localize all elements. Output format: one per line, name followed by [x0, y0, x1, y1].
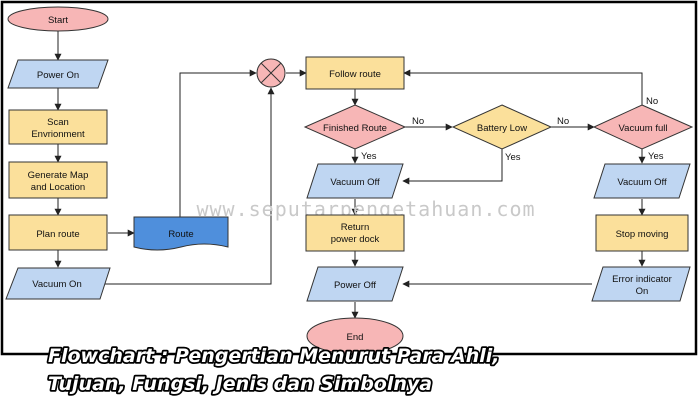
node-label: Vacuum Off	[617, 177, 667, 188]
node-label-line2: and Location	[31, 182, 85, 193]
edge-route-junction	[179, 69, 257, 217]
caption-line-1: Flowchart : Pengertian Menurut Para Ahli…	[48, 345, 499, 367]
edge-label-no-vacuum-full: No	[646, 96, 658, 107]
node-label-line2: Envrionment	[31, 129, 85, 140]
node-power-off: Power Off	[306, 266, 404, 302]
node-label-line1: Error indicator	[612, 274, 672, 285]
edge-labels: No No No Yes Yes Yes	[361, 96, 664, 163]
node-label: Vacuum full	[619, 123, 668, 134]
node-end: End	[306, 317, 404, 355]
node-vacuum-on: Vacuum On	[5, 267, 111, 300]
edge-vacuum-on-junction	[104, 87, 275, 285]
node-label: Start	[48, 15, 68, 26]
node-label: Power On	[37, 70, 79, 81]
node-label: Battery Low	[477, 123, 527, 134]
node-follow-route: Follow route	[305, 56, 405, 90]
node-battery-low-decision: Battery Low	[451, 104, 553, 150]
node-vacuum-off-right: Vacuum Off	[593, 163, 691, 199]
connectors	[54, 30, 646, 319]
node-label: Follow route	[329, 69, 381, 80]
node-power-on: Power On	[7, 59, 109, 89]
node-error-indicator: Error indicator On	[591, 266, 691, 302]
node-start: Start	[7, 6, 109, 32]
edge-label-no-finished: No	[412, 116, 424, 127]
node-label-line2: On	[636, 286, 649, 297]
edge-label-no-battery: No	[557, 116, 569, 127]
caption-line-2: Tujuan, Fungsi, Jenis dan Simbolnya	[48, 373, 432, 395]
node-generate-map: Generate Map and Location	[8, 161, 108, 199]
junction-summing-node	[256, 58, 286, 88]
edge-battery-vacuum-off	[402, 149, 503, 185]
node-finished-route-decision: Finished Route	[303, 104, 407, 150]
edge-label-yes-battery: Yes	[505, 152, 521, 163]
edge-label-yes-finished: Yes	[361, 151, 377, 162]
node-plan-route: Plan route	[8, 214, 108, 251]
node-return-power-dock: Return power dock	[305, 214, 405, 252]
node-label: Plan route	[36, 229, 79, 240]
node-label-line1: Generate Map	[28, 170, 89, 181]
node-label: Stop moving	[616, 229, 669, 240]
node-label: Finished Route	[323, 123, 387, 134]
node-label: Route	[168, 229, 193, 240]
node-stop-moving: Stop moving	[595, 214, 689, 252]
edge-label-yes-vacuum-full: Yes	[648, 151, 664, 162]
node-label: Vacuum Off	[330, 177, 380, 188]
node-route-document: Route	[133, 216, 229, 251]
node-vacuum-full-decision: Vacuum full	[592, 104, 694, 150]
node-label: Vacuum On	[32, 279, 81, 290]
node-label: End	[347, 332, 364, 343]
node-label: Power Off	[334, 280, 376, 291]
node-scan-environment: Scan Envrionment	[8, 109, 108, 145]
node-label-line1: Return	[341, 222, 370, 233]
node-vacuum-off-left: Vacuum Off	[306, 163, 404, 199]
caption: Flowchart : Pengertian Menurut Para Ahli…	[46, 343, 501, 397]
node-label-line2: power dock	[331, 234, 380, 245]
node-label-line1: Scan	[47, 117, 69, 128]
edge-vacuum-full-follow	[403, 69, 643, 105]
